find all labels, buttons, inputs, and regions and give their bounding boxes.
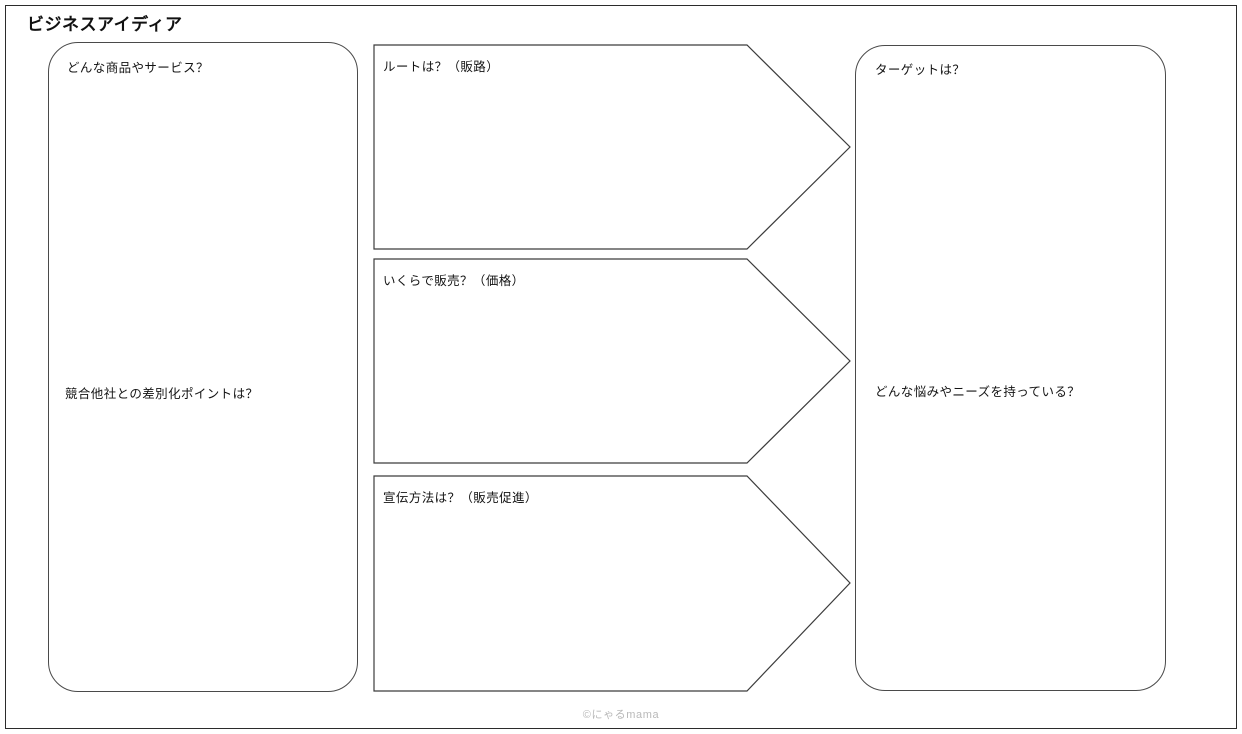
- prompt-differentiation: 競合他社との差別化ポイントは？: [65, 387, 259, 401]
- arrow-shape-icon: [373, 44, 851, 250]
- arrow-shape-icon: [373, 475, 851, 692]
- arrow-price[interactable]: いくらで販売？（価格）: [373, 258, 851, 464]
- arrow-route-label: ルートは？（販路）: [383, 60, 500, 74]
- arrow-route[interactable]: ルートは？（販路）: [373, 44, 851, 250]
- prompt-target: ターゲットは？: [875, 63, 966, 77]
- arrow-promotion[interactable]: 宣伝方法は？（販売促進）: [373, 475, 851, 692]
- prompt-needs: どんな悩みやニーズを持っている？: [875, 385, 1081, 399]
- watermark-credit: ©にゃるmama: [582, 709, 660, 721]
- target-panel[interactable]: ターゲットは？ どんな悩みやニーズを持っている？: [855, 45, 1166, 691]
- product-service-panel[interactable]: どんな商品やサービス？ 競合他社との差別化ポイントは？: [48, 42, 358, 692]
- page-title: ビジネスアイディア: [27, 15, 183, 34]
- arrow-shape-icon: [373, 258, 851, 464]
- arrow-promotion-label: 宣伝方法は？（販売促進）: [383, 491, 538, 505]
- prompt-product-service: どんな商品やサービス？: [67, 61, 209, 75]
- arrow-price-label: いくらで販売？（価格）: [383, 274, 525, 288]
